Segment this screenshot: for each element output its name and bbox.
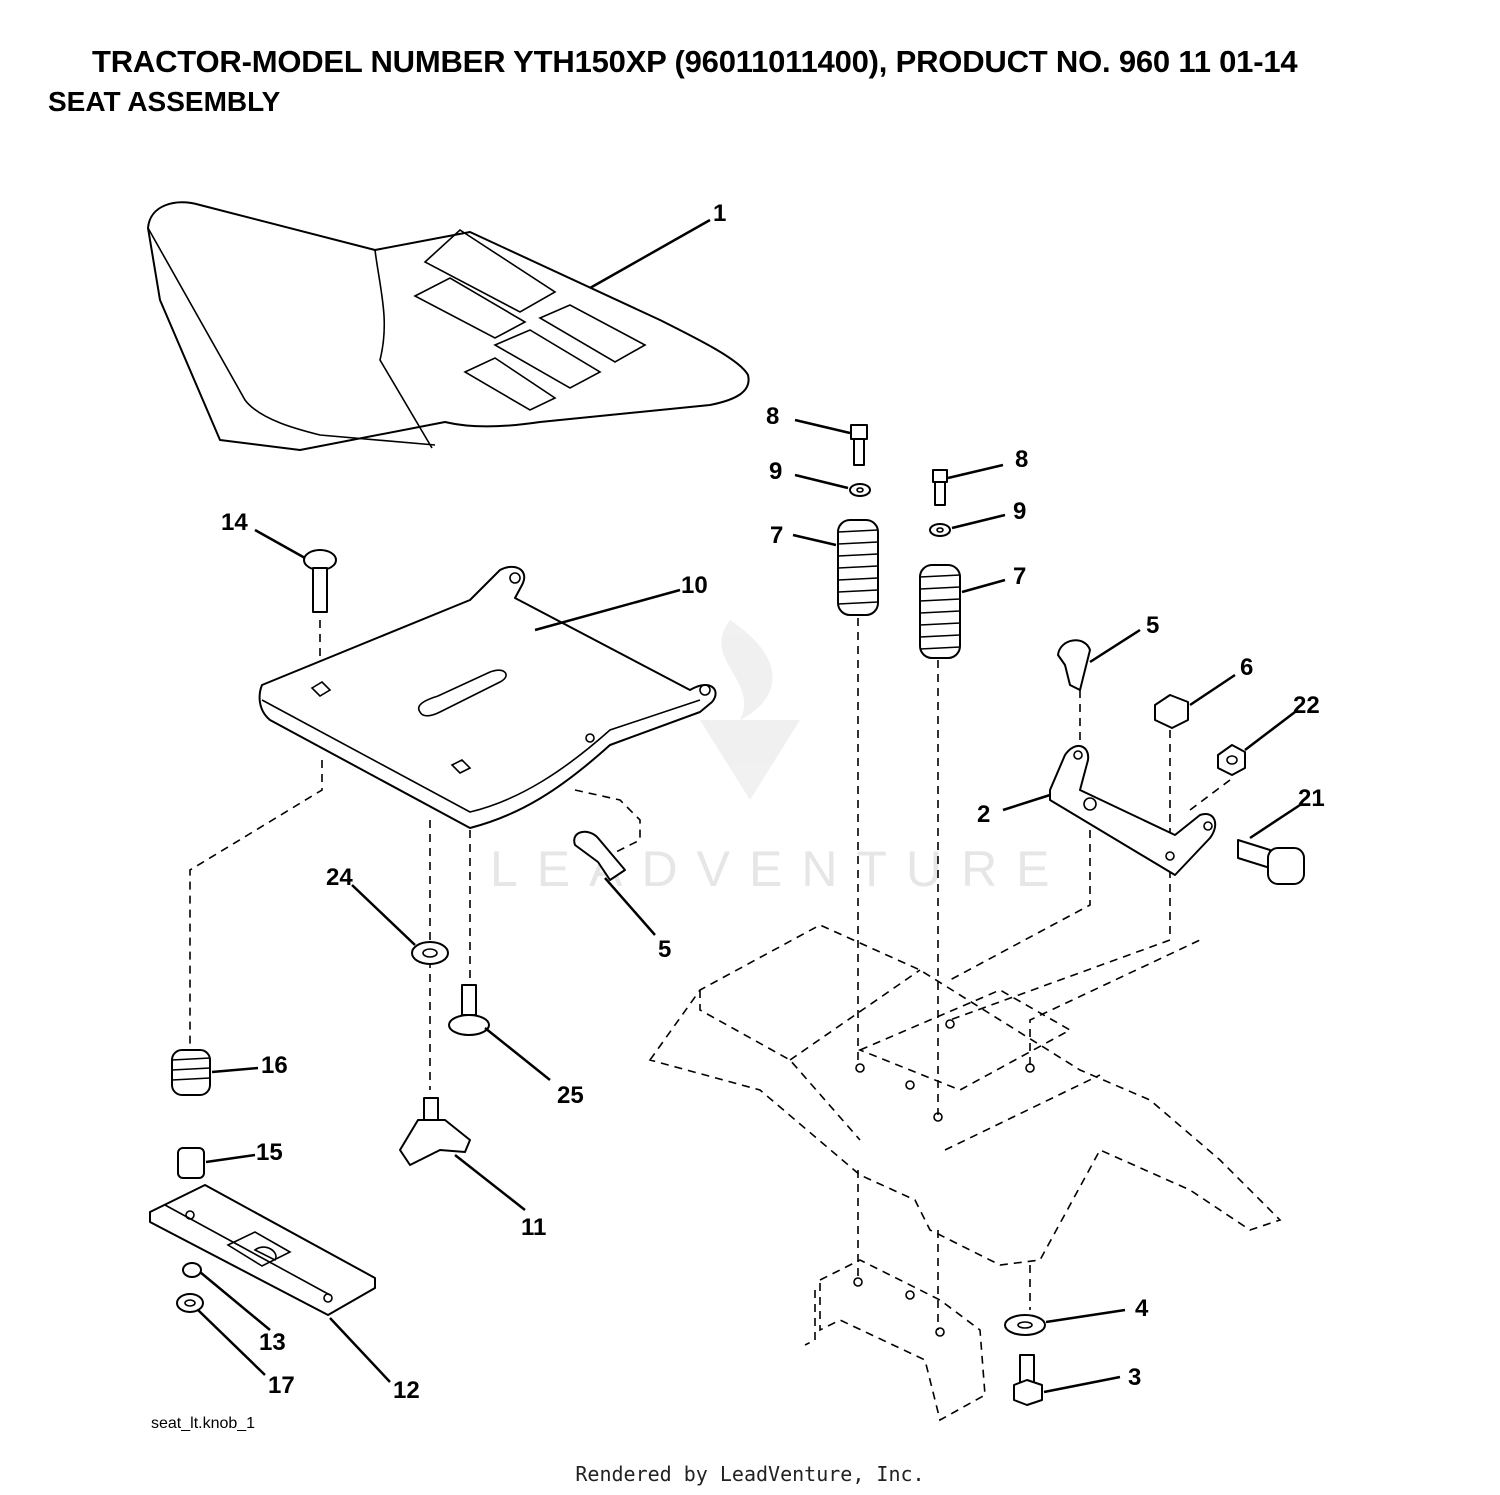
callout-3: 3 — [1128, 1364, 1141, 1391]
watermark-logo-icon — [700, 620, 800, 800]
callout-8b: 8 — [1015, 446, 1028, 473]
callout-24: 24 — [326, 864, 353, 891]
footer-credit: Rendered by LeadVenture, Inc. — [575, 1462, 925, 1486]
part-1-seat — [147, 201, 750, 451]
callout-13: 13 — [259, 1329, 286, 1356]
page-subtitle: SEAT ASSEMBLY — [48, 86, 281, 117]
callout-2: 2 — [977, 801, 990, 828]
tractor-frame — [648, 924, 1282, 1422]
callout-10: 10 — [681, 572, 708, 599]
leader-lines — [197, 218, 1301, 1394]
page-title: TRACTOR-MODEL NUMBER YTH150XP (960110114… — [92, 44, 1298, 79]
callout-11: 11 — [521, 1214, 546, 1241]
callout-5b: 5 — [658, 936, 671, 963]
drawing-reference: seat_lt.knob_1 — [151, 1415, 256, 1432]
hardware-parts — [171, 424, 1305, 1406]
callout-17: 17 — [268, 1372, 295, 1399]
callout-5a: 5 — [1146, 612, 1159, 639]
part-2-bracket — [1049, 745, 1217, 876]
callout-15: 15 — [256, 1139, 283, 1166]
callout-1: 1 — [713, 200, 726, 227]
callout-21: 21 — [1298, 785, 1325, 812]
callout-7a: 7 — [770, 522, 783, 549]
callout-6: 6 — [1240, 654, 1253, 681]
callout-22: 22 — [1293, 692, 1320, 719]
assembly-lines — [189, 618, 1231, 1330]
callout-7b: 7 — [1013, 563, 1026, 590]
callout-4: 4 — [1135, 1295, 1149, 1322]
callout-12: 12 — [393, 1377, 420, 1404]
callout-numbers: 1 8 9 7 8 9 7 5 6 22 21 2 14 10 5 24 25 … — [221, 200, 1325, 1404]
callout-8a: 8 — [766, 403, 779, 430]
callout-25: 25 — [557, 1082, 584, 1109]
part-12-slide-bracket — [149, 1184, 376, 1316]
callout-14: 14 — [221, 509, 248, 536]
callout-9b: 9 — [1013, 498, 1026, 525]
callout-9a: 9 — [769, 458, 782, 485]
callout-16: 16 — [261, 1052, 288, 1079]
part-10-seat-pan — [258, 565, 717, 829]
